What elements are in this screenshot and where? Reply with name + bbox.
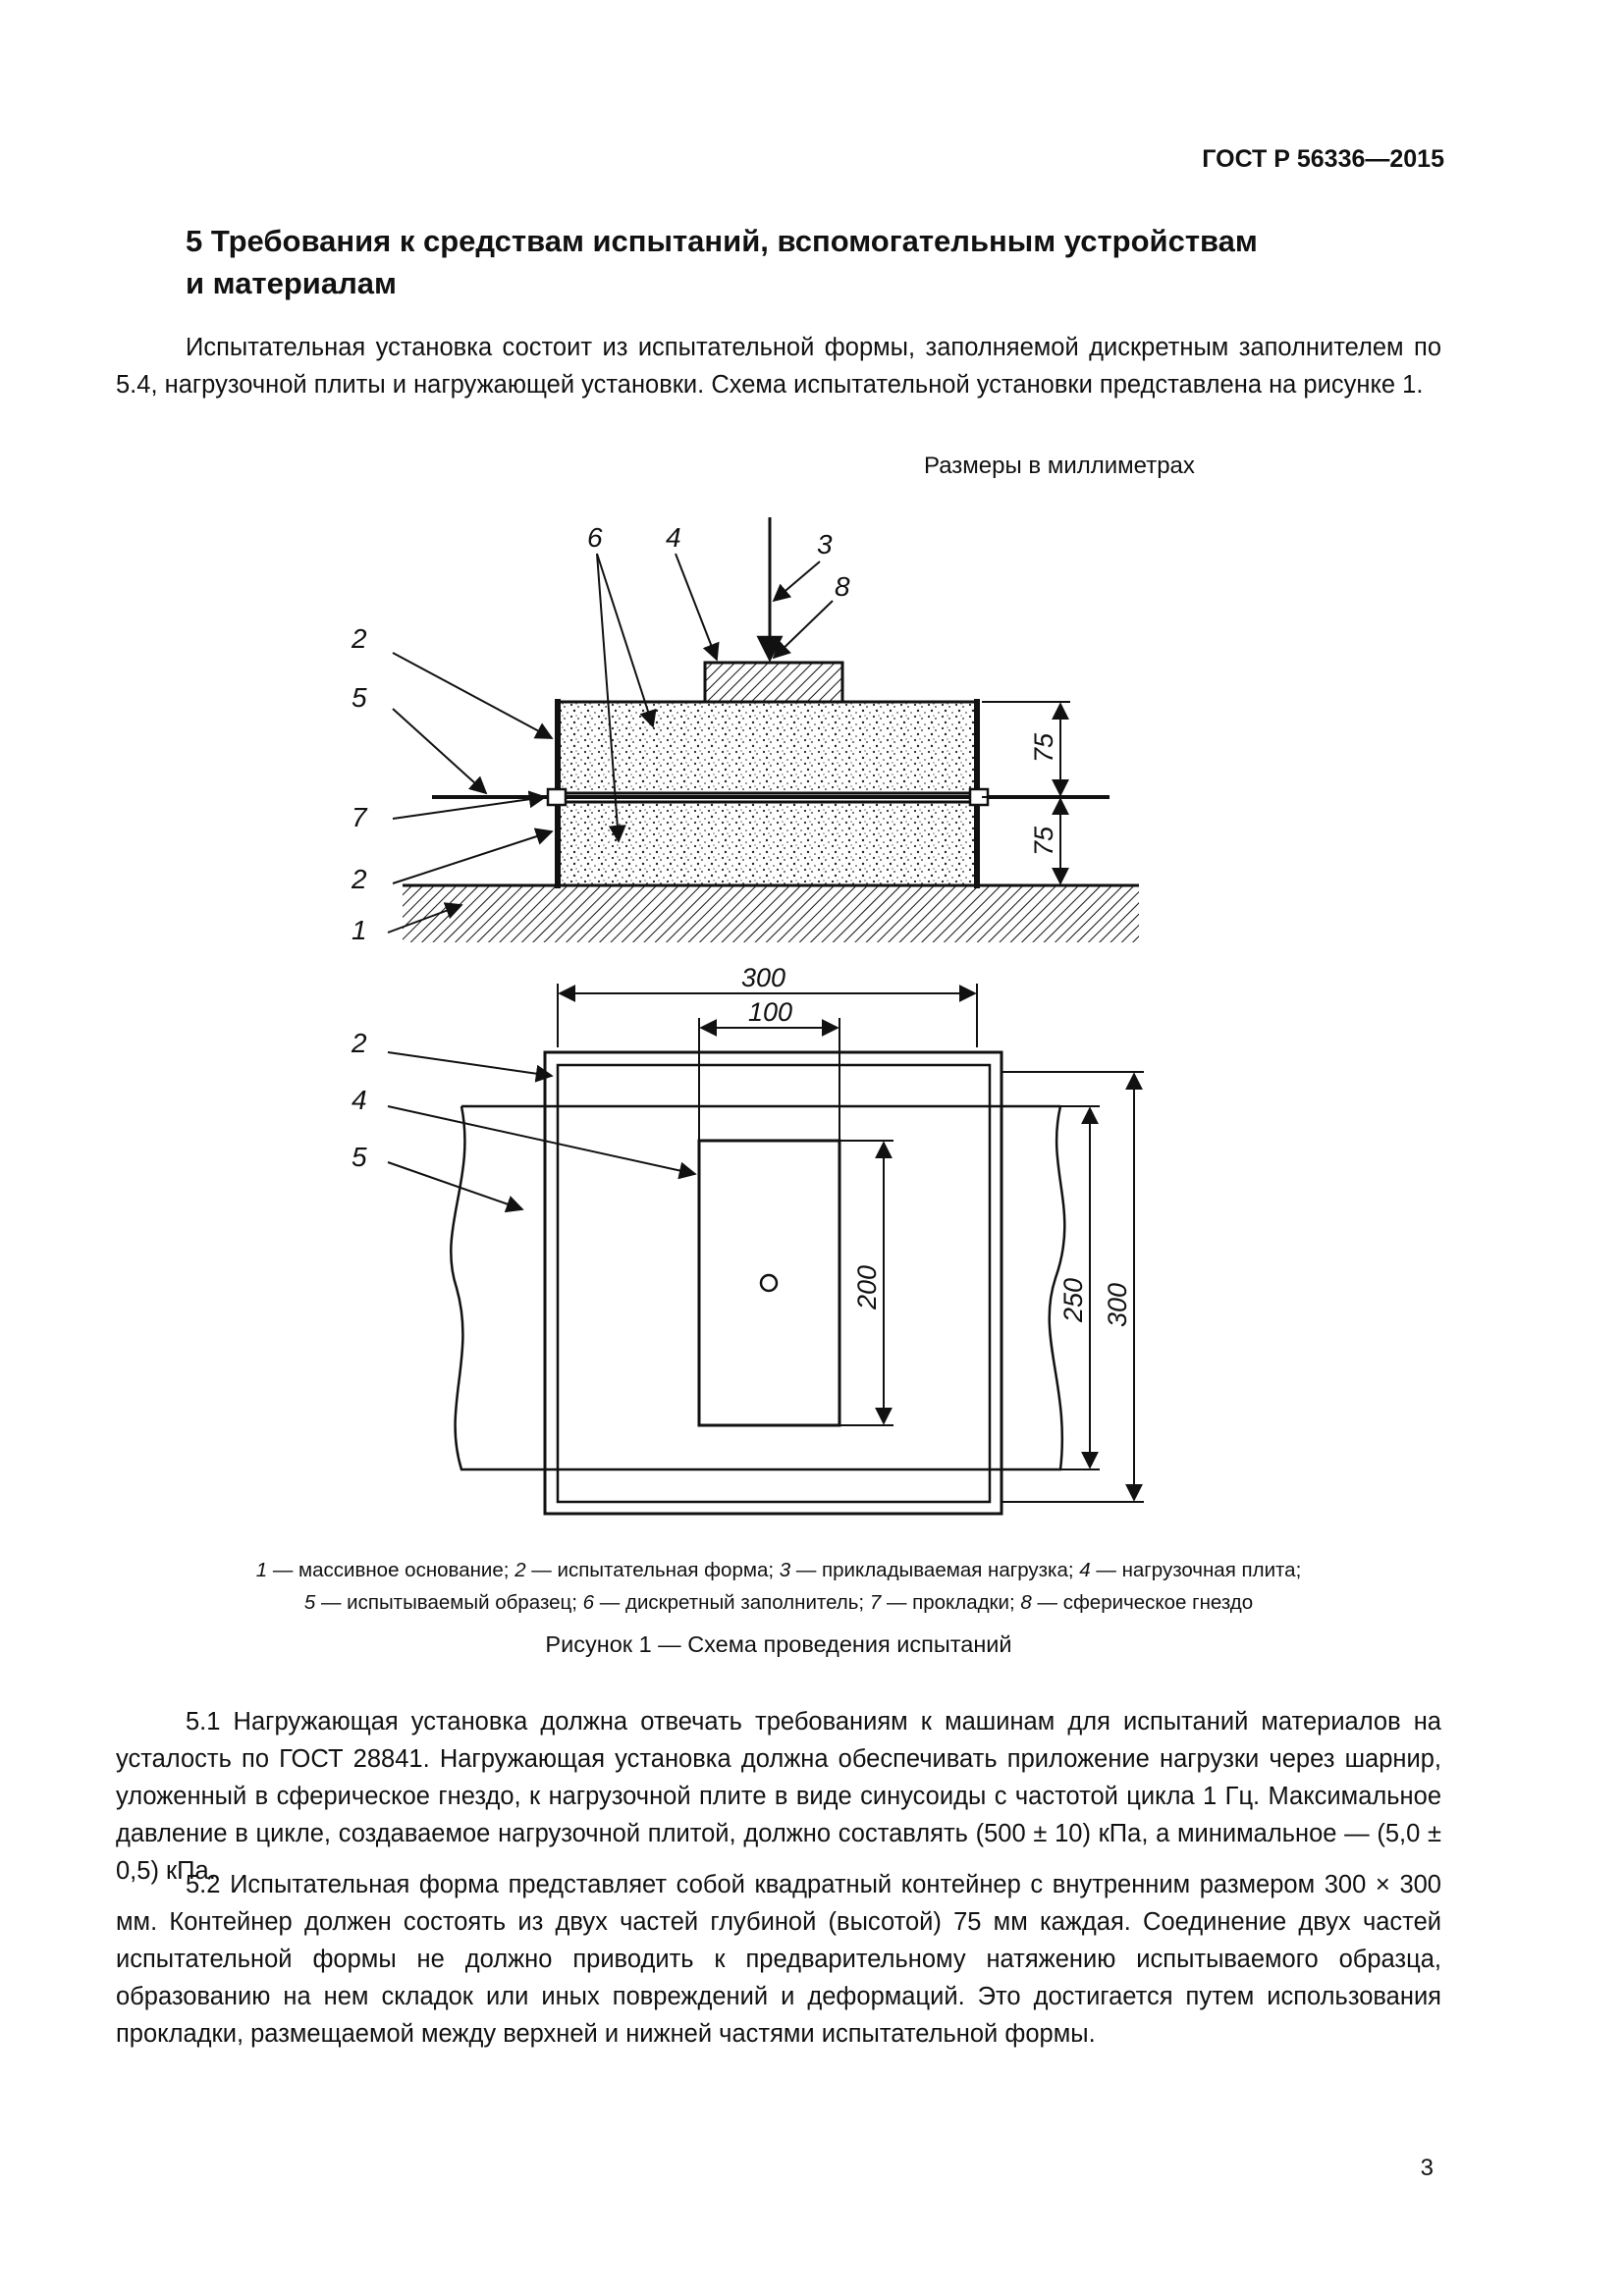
callout-7: 7 [352,802,368,832]
upper-height-dim: 75 [1029,732,1058,763]
outer-length-dim: 300 [1103,1283,1132,1327]
figure-caption: Рисунок 1 — Схема проведения испытаний [545,1631,1012,1657]
sample-outline [450,1104,1066,1471]
callout-leaders [387,553,834,934]
height-dimensions [982,701,1070,886]
plate-plan [697,1139,841,1427]
legend-line-1: 1 — массивное основание; 2 — испытательн… [255,1559,1302,1581]
upper-filler [556,700,979,795]
lower-height-dim: 75 [1029,826,1058,856]
callout-2-lower: 2 [351,864,367,894]
callout-1: 1 [352,915,367,945]
clause-5-2: 5.2 Испытательная форма представляет соб… [116,1871,1441,2048]
base-hatching [403,885,1139,942]
legend-line-2: 5 — испытываемый образец; 6 — дискретный… [303,1591,1254,1614]
standard-code: ГОСТ Р 56336—2015 [1202,145,1444,173]
section-title: 5 Требования к средствам испытаний, вспо… [186,220,1364,304]
gasket-left [546,787,568,807]
clause-5-1: 5.1 Нагружающая установка должна отвечат… [116,1708,1441,1885]
section-title-line1: 5 Требования к средствам испытаний, вспо… [186,224,1258,258]
units-note: Размеры в миллиметрах [924,453,1195,479]
load-plate [703,661,844,704]
callout-4: 4 [666,522,681,553]
plan-callout-4: 4 [352,1085,367,1115]
plan-view: 300 100 200 250 [351,963,1144,1516]
cross-section-view: 6 4 3 8 2 5 7 2 1 75 75 [351,517,1139,945]
form-outer [543,1050,1003,1516]
intro-paragraph: Испытательная установка состоит из испыт… [116,334,1441,399]
callout-5: 5 [352,682,367,713]
outer-width-dim: 300 [741,963,785,992]
callout-6: 6 [587,522,603,553]
sample-width-dim: 250 [1058,1278,1088,1323]
callout-3: 3 [817,529,833,560]
lower-filler [556,800,979,887]
page-number: 3 [1420,2155,1434,2181]
callout-8: 8 [835,571,850,602]
form-inner [556,1063,992,1504]
spherical-socket [759,1273,779,1293]
figure-legend: 1 — массивное основание; 2 — испытательн… [116,1554,1441,1619]
plan-callout-2: 2 [351,1028,367,1058]
plate-width-dim: 100 [748,997,792,1027]
callout-2-upper: 2 [351,623,367,654]
setup-diagram: 6 4 3 8 2 5 7 2 1 75 75 [351,517,1144,1516]
test-setup-figure: 6 4 3 8 2 5 7 2 1 75 75 [295,503,1159,1543]
plate-length-dim: 200 [852,1265,882,1310]
section-title-line2: и материалам [186,266,397,300]
plan-callout-5: 5 [352,1142,367,1172]
